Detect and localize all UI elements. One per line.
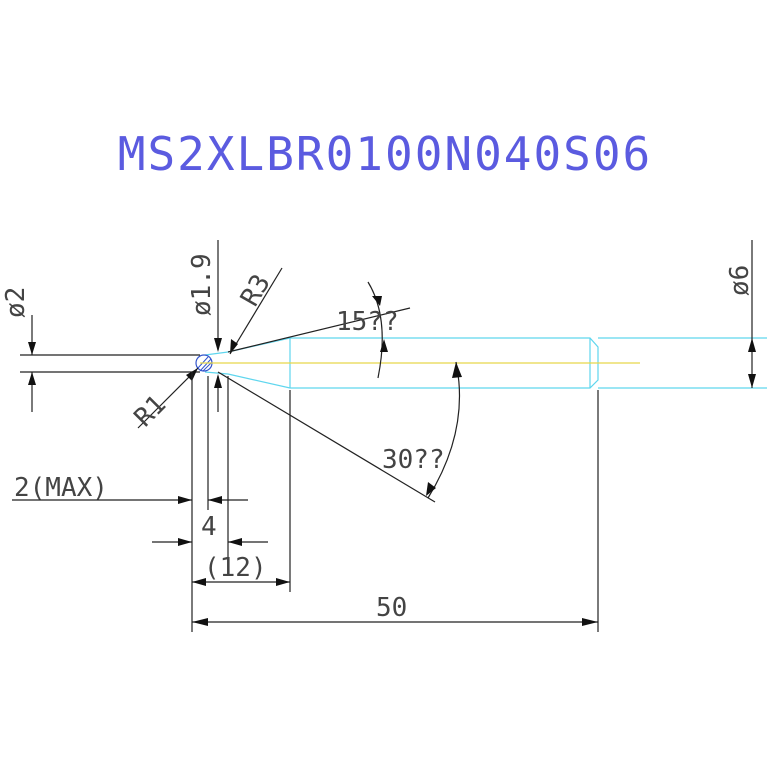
label-angle30: 30??: [382, 445, 445, 475]
label-2max: 2(MAX): [14, 473, 108, 503]
dim-angle30: 30??: [217, 361, 462, 503]
dim-50: 50: [192, 390, 599, 632]
dim-4: 4: [152, 376, 268, 560]
label-50: 50: [376, 593, 407, 623]
label-12: (12): [204, 553, 267, 583]
leader-r1: R1: [129, 367, 199, 433]
dim-angle15: 15??: [227, 281, 411, 379]
label-angle15: 15??: [336, 307, 399, 337]
label-phi6: ø6: [725, 265, 755, 296]
label-4: 4: [201, 512, 217, 542]
dim-phi2: ø2: [1, 287, 200, 412]
label-r3: R3: [235, 269, 277, 311]
label-phi2: ø2: [1, 287, 31, 318]
part-number-title: MS2XLBR0100N040S06: [118, 127, 653, 181]
dim-2max: 2(MAX): [12, 372, 248, 632]
label-r1: R1: [129, 390, 172, 433]
dim-phi6: ø6: [725, 240, 756, 388]
label-phi1-9: ø1.9: [187, 253, 217, 316]
dim-phi1-9: ø1.9: [187, 240, 222, 412]
dim-12: (12): [192, 390, 291, 592]
